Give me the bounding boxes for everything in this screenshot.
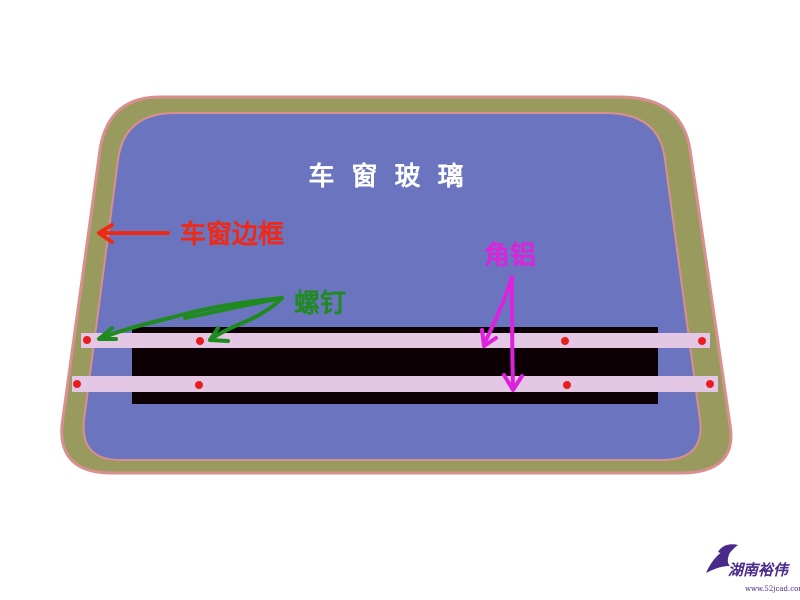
screw-dot (563, 381, 571, 389)
screw-dot (706, 380, 714, 388)
screw-dot (195, 381, 203, 389)
glass-label: 车 窗 玻 璃 (308, 161, 467, 192)
screws (73, 336, 714, 389)
logo-url: www.52jcad.com (745, 585, 800, 593)
angle-aluminum-rail-top (81, 333, 710, 348)
angle-aluminum-rail-bottom (72, 376, 718, 392)
watermark-logo: 湖南裕伟 www.52jcad.com (706, 544, 800, 593)
logo-text: 湖南裕伟 (728, 561, 790, 579)
angle-aluminum-label: 角铝 (484, 240, 536, 271)
screw-dot (698, 337, 706, 345)
screw-label: 螺钉 (294, 289, 346, 319)
frame-arrow (97, 223, 170, 244)
screw-dot (196, 337, 204, 345)
screw-dot (561, 337, 569, 345)
screw-arrows (97, 296, 284, 343)
screw-dot (73, 380, 81, 388)
angle-aluminum-arrows (480, 275, 524, 392)
frame-label: 车窗边框 (180, 219, 284, 250)
screw-dot (83, 336, 91, 344)
